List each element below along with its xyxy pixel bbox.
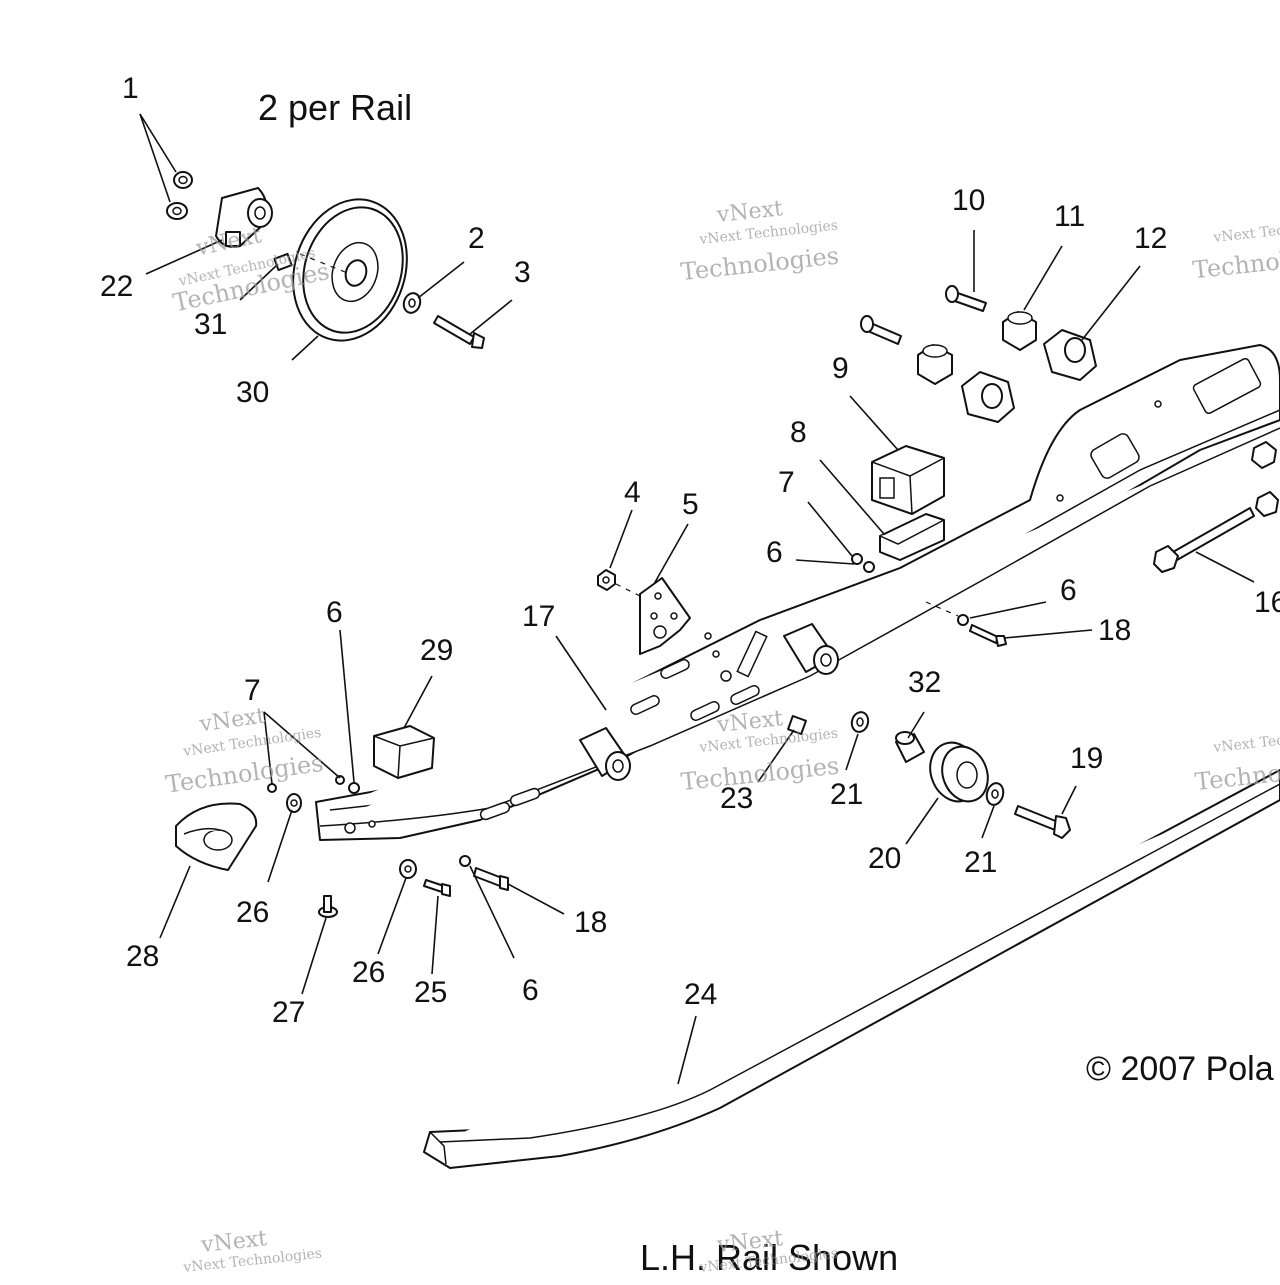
- bolt-part-19: [1014, 805, 1071, 839]
- spacer-bolt-group: [860, 285, 1097, 423]
- idler-wheel-part-30: [292, 198, 408, 342]
- rail-end-nut: [1251, 441, 1277, 469]
- per-rail-note: 2 per Rail: [258, 87, 412, 128]
- spacer-part-11: [1002, 311, 1037, 351]
- block-part-9: [871, 445, 945, 515]
- callout-18-lower: 18: [574, 906, 607, 939]
- svg-text:vNext Technologies: vNext Technologies: [1212, 216, 1280, 247]
- callout-4: 4: [624, 476, 641, 509]
- washer-part-21-upper: [850, 711, 870, 733]
- callout-11: 11: [1054, 200, 1085, 233]
- diagram-caption: L.H. Rail Shown: [640, 1237, 898, 1278]
- bolt-part-3: [433, 315, 485, 349]
- hyfax-slide-part-24: [423, 769, 1280, 1169]
- svg-text:Technologies: Technologies: [1191, 240, 1280, 284]
- nut-part-1b: [166, 202, 188, 220]
- rail-part-17: [315, 344, 1280, 841]
- washer-part-23: [787, 715, 807, 735]
- callout-16: 16: [1254, 586, 1280, 619]
- screw-part-27: [318, 895, 338, 918]
- callout-27: 27: [272, 996, 305, 1029]
- callout-23: 23: [720, 782, 753, 815]
- nuts-part-6-7: [851, 553, 875, 573]
- bracket-part-22: [215, 187, 273, 248]
- callout-17: 17: [522, 600, 555, 633]
- bushing-part-32: [895, 731, 925, 763]
- callout-labels: 1 22 31 30 2 3 10 11 12 9 8 7 6 4 5 17 6…: [100, 72, 1280, 1029]
- watermarks: vNext Technologies vNext Technologies vN…: [164, 196, 1280, 1276]
- roller-wheel-part-20: [929, 741, 989, 803]
- bolt-part-18-upper: [925, 601, 1007, 647]
- washer-part-2: [402, 292, 422, 314]
- washer-part-21-lower: [985, 782, 1005, 806]
- callout-9: 9: [832, 352, 849, 385]
- rail-roller-a: [579, 727, 631, 781]
- long-bolt-part-16: [1153, 491, 1279, 573]
- callout-12: 12: [1134, 222, 1167, 255]
- callout-29: 29: [420, 634, 453, 667]
- callout-7-upper: 7: [778, 466, 795, 499]
- callout-26-lower: 26: [352, 956, 385, 989]
- svg-text:Technologies: Technologies: [680, 752, 841, 796]
- callout-31: 31: [194, 308, 227, 341]
- callout-18-upper: 18: [1098, 614, 1131, 647]
- callout-19: 19: [1070, 742, 1103, 775]
- callout-6-left: 6: [326, 596, 343, 629]
- callout-6-upper: 6: [766, 536, 783, 569]
- svg-text:vNext: vNext: [197, 703, 267, 737]
- leader-lines: [139, 113, 1255, 1085]
- spacer-part-11b: [917, 344, 953, 385]
- bushing-part-12: [1043, 329, 1097, 381]
- callout-25: 25: [414, 976, 447, 1009]
- bolt-part-10: [945, 285, 987, 312]
- callout-5: 5: [682, 488, 699, 521]
- callout-28: 28: [126, 940, 159, 973]
- washer-part-6-lower: [459, 855, 471, 867]
- svg-text:Technologies: Technologies: [679, 242, 840, 286]
- callout-22: 22: [100, 270, 133, 303]
- nut-part-1a: [173, 171, 193, 189]
- tip-cap-part-28: [175, 802, 258, 871]
- washer-part-26-upper: [286, 793, 302, 813]
- slider-block-part-8: [879, 513, 945, 561]
- callout-21-lower: 21: [964, 846, 997, 879]
- callout-8: 8: [790, 416, 807, 449]
- callout-24: 24: [684, 978, 717, 1011]
- callout-20: 20: [868, 842, 901, 875]
- callout-6-lower: 6: [522, 974, 539, 1007]
- callout-32: 32: [908, 666, 941, 699]
- washer-part-26-lower: [399, 859, 417, 879]
- callout-3: 3: [514, 256, 531, 289]
- bolt-part-18-lower: [473, 867, 509, 891]
- bolt-part-10b: [860, 315, 902, 345]
- svg-text:vNext: vNext: [193, 223, 264, 261]
- svg-text:vNext Technologies: vNext Technologies: [1212, 726, 1280, 757]
- callout-2: 2: [468, 222, 485, 255]
- screw-part-25: [423, 879, 451, 897]
- callout-10: 10: [952, 184, 985, 217]
- callout-30: 30: [236, 376, 269, 409]
- plate-part-5: [639, 577, 691, 655]
- callout-7-left: 7: [244, 674, 261, 707]
- rail-roller-b: [783, 623, 839, 675]
- block-part-29: [373, 725, 435, 779]
- nut-part-4: [597, 569, 616, 591]
- copyright-text: © 2007 Pola: [1086, 1050, 1274, 1088]
- callout-26-upper: 26: [236, 896, 269, 929]
- wheel-assembly: [166, 171, 485, 349]
- bushing-part-12b: [961, 371, 1015, 423]
- callout-6-right: 6: [1060, 574, 1077, 607]
- callout-1: 1: [122, 72, 139, 105]
- callout-21-upper: 21: [830, 778, 863, 811]
